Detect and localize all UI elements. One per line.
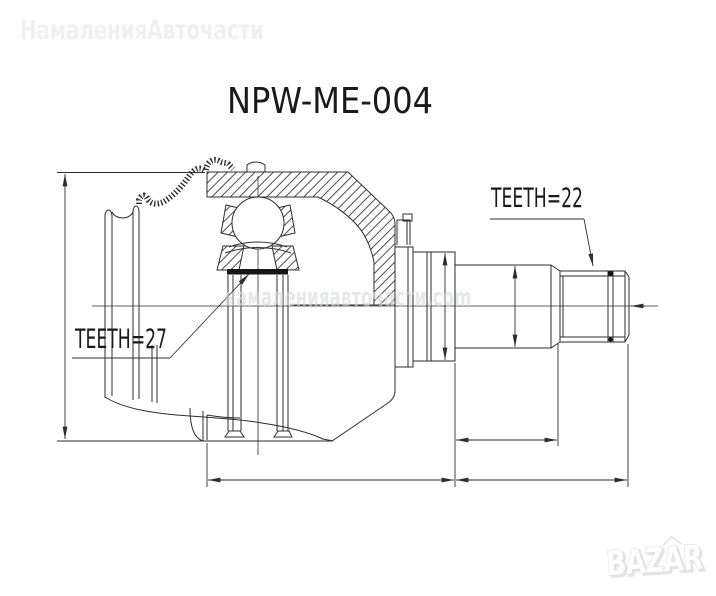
teeth-27-label: TEETH=27 <box>74 324 167 355</box>
hub-bore-lines <box>224 275 293 438</box>
inner-race-right <box>271 245 300 271</box>
watermark-top-left: НамаленияАвточасти <box>20 15 264 46</box>
inner-race-left <box>216 245 245 271</box>
output-shaft <box>396 213 626 367</box>
inner-spline-band <box>227 269 288 275</box>
snap-ring-dot-bottom <box>608 337 613 342</box>
watermark-center: намаленияавточасти.com <box>225 283 472 313</box>
bazar-logo: BAZAR BAZAR <box>604 536 707 587</box>
ball <box>231 196 285 250</box>
spline-section <box>559 270 626 342</box>
teeth-27-leader <box>169 273 250 359</box>
teeth-27-callout: TEETH=27 <box>72 273 250 359</box>
dimensions <box>57 172 645 487</box>
ball-bearing <box>216 196 300 438</box>
snap-ring-dot-top <box>607 270 614 277</box>
teeth-22-leader <box>583 218 594 267</box>
part-number-title: NPW-ME-004 <box>227 81 433 122</box>
teeth-22-callout: TEETH=22 <box>490 183 594 267</box>
svg-text:BAZAR: BAZAR <box>607 540 706 587</box>
teeth-22-label: TEETH=22 <box>490 183 583 214</box>
bazar-logo-roof <box>662 536 682 546</box>
bazar-logo-text: BAZAR <box>605 538 704 585</box>
